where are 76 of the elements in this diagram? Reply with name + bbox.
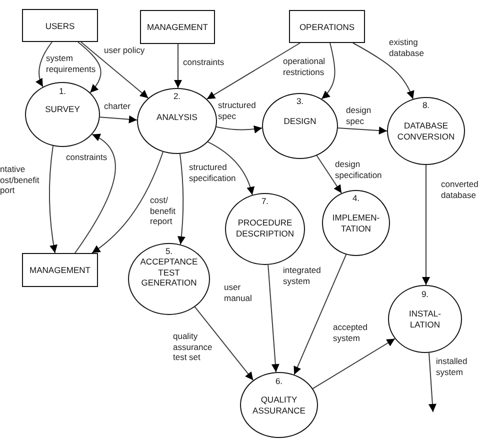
flow-arrow	[92, 151, 164, 254]
flow-arrow	[428, 352, 436, 412]
flow-label: structured specification	[189, 162, 237, 183]
entity-name: MANAGEMENT	[147, 22, 208, 32]
flow-arrow	[216, 125, 263, 134]
flow-arrow	[321, 42, 336, 100]
flow-arrow	[48, 145, 58, 254]
process-name: IMPLEMEN- TATION	[332, 212, 380, 234]
process-number: 4.	[352, 193, 360, 203]
flow-label: integrated system	[283, 265, 322, 286]
process-name: DESIGN	[284, 116, 316, 126]
process-circle	[240, 372, 318, 438]
process-name: ACCEPTANCE TEST GENERATION	[140, 256, 198, 288]
flow-arrow	[177, 153, 186, 245]
flow-arrow	[36, 42, 52, 88]
process-circle	[137, 88, 217, 154]
flow-label: operational restrictions	[283, 56, 326, 77]
flow-arrow	[316, 155, 342, 194]
entity-name: OPERATIONS	[299, 21, 355, 32]
process-circle	[128, 243, 210, 315]
process-name: DATABASE CONVERSION	[397, 120, 455, 142]
external-entity-box	[22, 253, 98, 287]
process-number: 9.	[421, 289, 429, 299]
process-number: 5.	[165, 246, 173, 256]
flow-label: accepted system	[333, 322, 368, 343]
flow-label: charter	[104, 101, 130, 112]
process-name: ANALYSIS	[156, 112, 198, 122]
process-circle	[387, 97, 465, 165]
flow-label: design specification	[335, 159, 383, 180]
flow-arrow	[174, 44, 182, 88]
external-entity-box	[289, 10, 365, 43]
external-entity-box	[140, 10, 215, 44]
process-circle	[322, 190, 390, 256]
flow-label: constraints	[66, 152, 108, 162]
external-entity-box	[22, 9, 98, 42]
process-circle	[225, 193, 305, 265]
process-number: 7.	[261, 196, 269, 206]
flow-label: user policy	[104, 45, 145, 56]
flow-label: existing database	[389, 37, 425, 58]
flow-arrow	[99, 115, 138, 124]
flow-label: constraints	[183, 57, 224, 68]
flow-arrow	[268, 264, 280, 373]
flow-arrow	[206, 42, 300, 100]
process-name: PROCEDURE DESCRIPTION	[236, 218, 294, 238]
flow-arrow	[80, 42, 149, 99]
flow-label: ntative ost/benefit port	[0, 164, 40, 196]
process-number: 3.	[296, 96, 304, 106]
process-name: QUALITY ASSURANCE	[252, 394, 306, 416]
flow-arrow	[207, 141, 254, 196]
process-number: 6.	[275, 376, 283, 386]
process-circle	[25, 82, 100, 147]
process-name: INSTAL- LATION	[409, 308, 441, 330]
flow-label: structured spec	[218, 100, 257, 121]
flow-arrow	[312, 338, 396, 390]
entity-name: USERS	[45, 20, 75, 31]
process-number: 8.	[422, 100, 430, 110]
process-number: 1.	[58, 86, 66, 96]
flow-arrow	[74, 134, 116, 254]
flow-arrow	[78, 42, 102, 94]
flow-label: user manual	[224, 282, 253, 303]
flow-label: design spec	[346, 105, 372, 126]
process-name: SURVEY	[45, 103, 80, 114]
flow-arrow	[294, 254, 347, 376]
flow-label: converted database	[441, 179, 480, 200]
process-circle	[388, 285, 462, 353]
flow-label: system requirements	[46, 53, 97, 74]
flow-label: cost/ benefit report	[150, 195, 177, 226]
flow-label: installed system	[436, 356, 468, 377]
flow-arrow	[194, 306, 254, 381]
flow-arrow	[352, 42, 414, 100]
process-number: 2.	[173, 91, 181, 101]
flow-arrow	[337, 126, 388, 134]
entity-name: MANAGEMENT	[30, 264, 90, 276]
flow-label: quality assurance test set	[173, 331, 214, 362]
process-circle	[262, 93, 338, 159]
flow-arrow	[422, 164, 430, 286]
